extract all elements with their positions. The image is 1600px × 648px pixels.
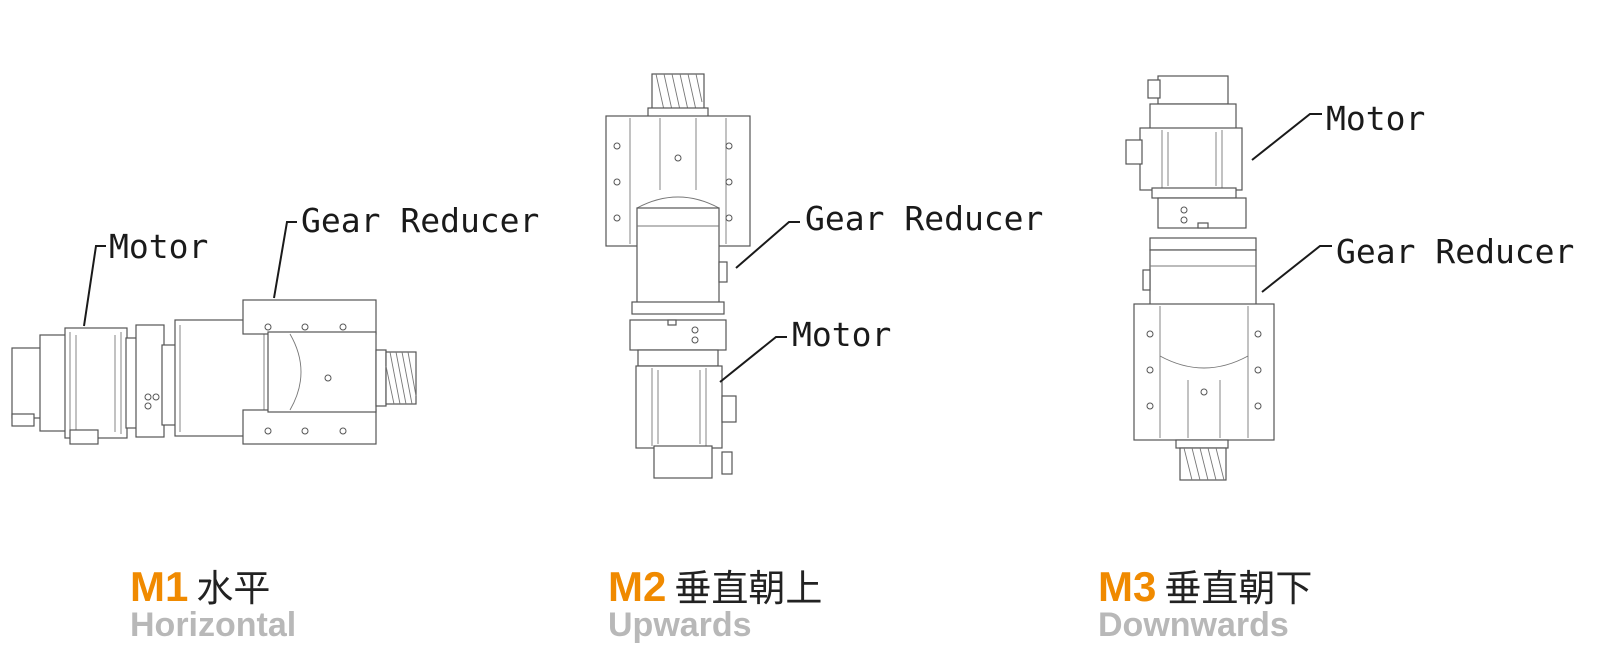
m1-motor-label: Motor: [109, 227, 208, 266]
m2-assembly: [605, 73, 751, 479]
m1-code: M1: [130, 563, 189, 610]
m3-gear-reducer-label: Gear Reducer: [1336, 232, 1574, 271]
m3-cn-label: 垂直朝下: [1164, 567, 1313, 610]
m3-leaders: [1251, 113, 1332, 293]
m1-en-label: Horizontal: [130, 606, 297, 644]
m2-motor-label: Motor: [792, 315, 891, 354]
m3-motor-label: Motor: [1326, 99, 1425, 138]
m2-cn-label: 垂直朝上: [674, 567, 823, 610]
m1-cn-label: 水平: [196, 567, 271, 610]
m3-code: M3: [1098, 563, 1157, 610]
m3-en-label: Downwards: [1098, 606, 1289, 644]
m1-gear-reducer-label: Gear Reducer: [301, 201, 539, 240]
m2-gear-reducer-label: Gear Reducer: [805, 199, 1043, 238]
m2-leaders: [719, 221, 800, 383]
m2-en-label: Upwards: [608, 606, 752, 644]
m2-code: M2: [608, 563, 667, 610]
m3-assembly: [1125, 75, 1275, 481]
m1-assembly: [11, 299, 417, 445]
m1-leaders: [83, 221, 297, 327]
